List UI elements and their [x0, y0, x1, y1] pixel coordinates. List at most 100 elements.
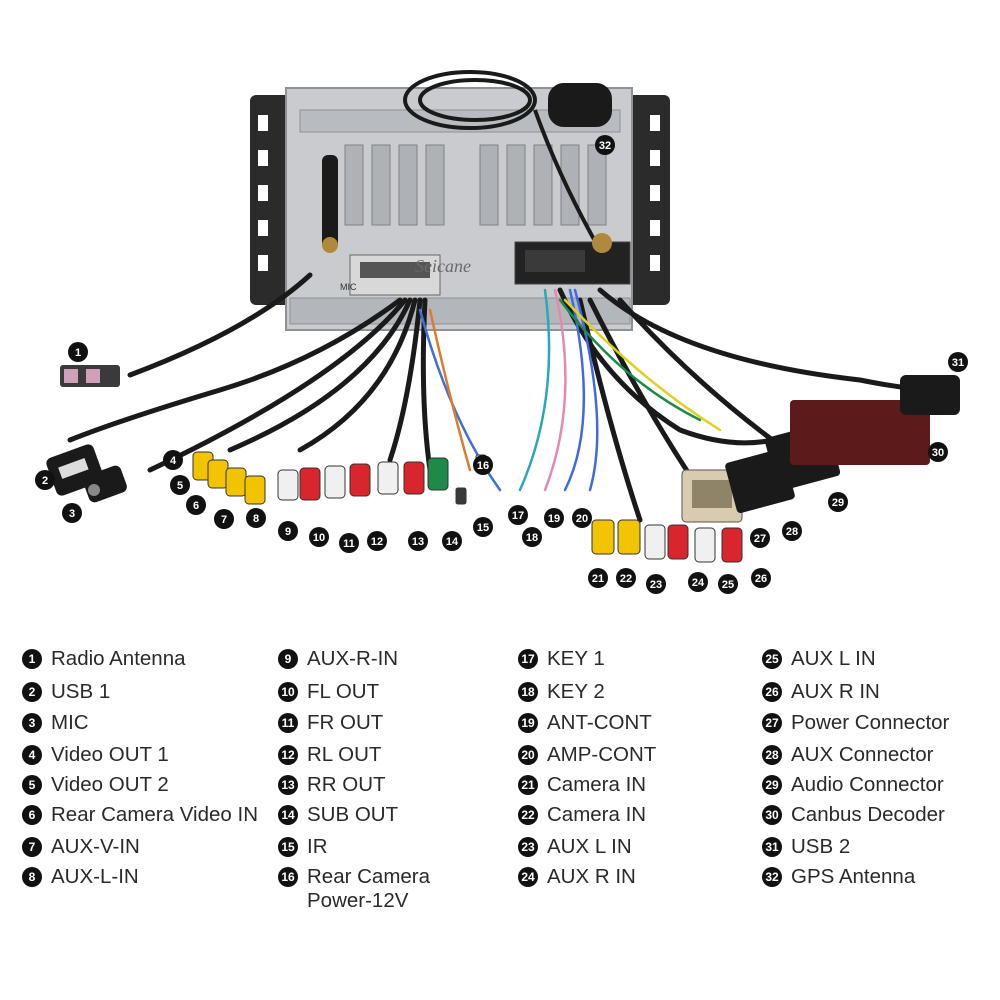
callout-7: 7	[214, 509, 234, 529]
legend-label: Power Connector	[791, 711, 950, 734]
callout-19: 19	[544, 508, 564, 528]
legend-item-18: 18 KEY 2	[518, 680, 605, 704]
brand-label: Seicane	[415, 256, 471, 276]
legend-label: Rear Camera Video IN	[51, 803, 258, 826]
callout-9: 9	[278, 521, 298, 541]
legend-label: AUX R IN	[791, 680, 880, 703]
callout-6: 6	[186, 495, 206, 515]
svg-text:14: 14	[446, 536, 459, 548]
svg-text:25: 25	[722, 579, 734, 591]
gps-antenna	[403, 70, 612, 253]
legend-label: Video OUT 1	[51, 743, 169, 766]
legend-item-16: 16 Rear Camera Power-12V	[278, 865, 430, 913]
callout-24: 24	[688, 572, 708, 592]
legend-number-badge: 31	[762, 837, 782, 857]
legend-number-badge: 19	[518, 713, 538, 733]
legend-number-badge: 11	[278, 713, 298, 733]
legend-label: AUX-V-IN	[51, 835, 140, 858]
callout-16: 16	[473, 455, 493, 475]
legend-number-badge: 13	[278, 775, 298, 795]
callout-markers: 1 2 3 4 5 6 7 8 9 10 11 12 13 14 15 16 1…	[35, 135, 968, 594]
callout-10: 10	[309, 527, 329, 547]
callout-18: 18	[522, 527, 542, 547]
legend-label: AUX-R-IN	[307, 647, 399, 670]
callout-20: 20	[572, 508, 592, 528]
legend-label: Camera IN	[547, 773, 647, 796]
legend-label: AUX Connector	[791, 743, 934, 766]
svg-text:24: 24	[692, 577, 705, 589]
callout-8: 8	[246, 508, 266, 528]
callout-15: 15	[473, 517, 493, 537]
legend-number-badge: 1	[22, 649, 42, 669]
legend-number-badge: 17	[518, 649, 538, 669]
legend-label: Rear Camera Power-12V	[307, 865, 431, 912]
svg-text:13: 13	[412, 536, 424, 548]
svg-text:2: 2	[42, 475, 48, 487]
wifi-antenna	[322, 155, 338, 253]
svg-text:20: 20	[576, 513, 588, 525]
legend-item-6: 6 Rear Camera Video IN	[22, 803, 258, 827]
legend-number-badge: 27	[762, 713, 782, 733]
svg-text:30: 30	[932, 447, 944, 459]
svg-text:15: 15	[477, 522, 489, 534]
svg-text:27: 27	[754, 533, 766, 545]
svg-text:16: 16	[477, 460, 489, 472]
legend-label: GPS Antenna	[791, 865, 916, 888]
harness-connectors	[681, 375, 960, 523]
legend-number-badge: 5	[22, 775, 42, 795]
legend-label: AUX L IN	[791, 647, 876, 670]
legend-number-badge: 6	[22, 805, 42, 825]
legend-label: Canbus Decoder	[791, 803, 945, 826]
svg-text:6: 6	[193, 500, 199, 512]
legend-label: AUX R IN	[547, 865, 636, 888]
callout-32: 32	[595, 135, 615, 155]
svg-text:32: 32	[599, 140, 611, 152]
legend-label: RR OUT	[307, 773, 386, 796]
legend-item-19: 19 ANT-CONT	[518, 711, 652, 735]
callout-11: 11	[339, 533, 359, 553]
callout-2: 2	[35, 470, 55, 490]
svg-text:10: 10	[313, 532, 325, 544]
callout-4: 4	[163, 450, 183, 470]
svg-text:7: 7	[221, 514, 227, 526]
legend-label: MIC	[51, 711, 89, 734]
legend-label: AUX L IN	[547, 835, 632, 858]
callout-3: 3	[62, 503, 82, 523]
legend-label: RL OUT	[307, 743, 382, 766]
mic-port-label: MIC	[340, 282, 357, 292]
legend-number-badge: 25	[762, 649, 782, 669]
callout-13: 13	[408, 531, 428, 551]
legend-label: KEY 2	[547, 680, 605, 703]
legend-label: Camera IN	[547, 803, 647, 826]
callout-23: 23	[646, 574, 666, 594]
legend-label: IR	[307, 835, 328, 858]
legend-number-badge: 21	[518, 775, 538, 795]
legend-item-13: 13 RR OUT	[278, 773, 386, 797]
legend-number-badge: 18	[518, 682, 538, 702]
callout-26: 26	[751, 568, 771, 588]
svg-text:9: 9	[285, 526, 291, 538]
callout-22: 22	[616, 568, 636, 588]
legend-number-badge: 16	[278, 867, 298, 887]
svg-text:18: 18	[526, 532, 538, 544]
svg-text:5: 5	[177, 480, 183, 492]
legend-label: ANT-CONT	[547, 711, 652, 734]
legend-label: USB 1	[51, 680, 111, 703]
svg-text:28: 28	[786, 526, 798, 538]
legend-number-badge: 26	[762, 682, 782, 702]
legend-number-badge: 9	[278, 649, 298, 669]
